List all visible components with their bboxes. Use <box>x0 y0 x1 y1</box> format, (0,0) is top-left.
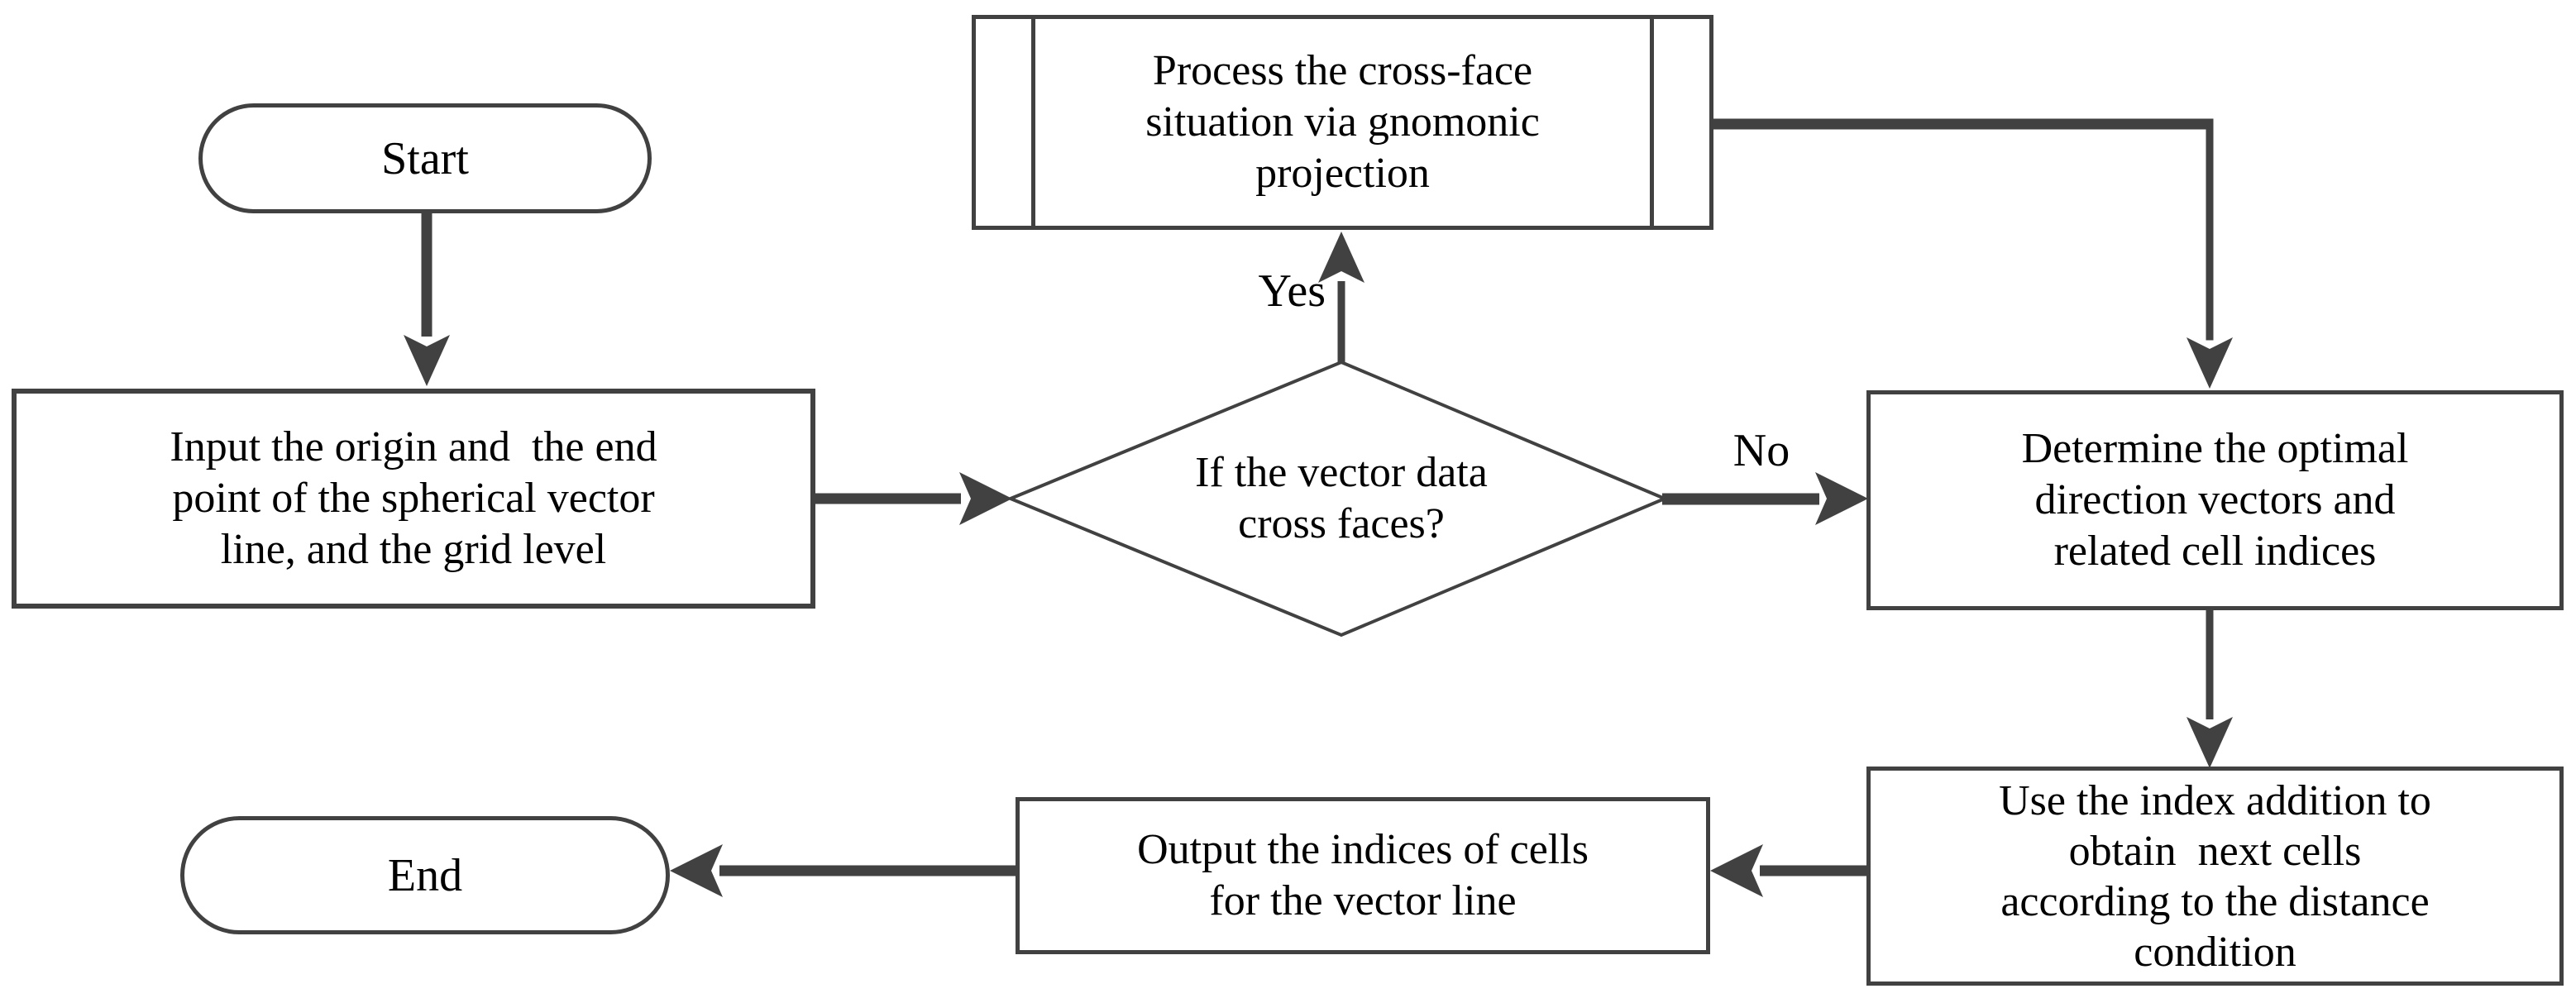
arrow-output-to-end <box>670 844 1017 897</box>
node-output-line1: Output the indices of cells <box>1137 826 1589 873</box>
arrow-use-to-output <box>1710 844 1869 897</box>
node-use-line1: Use the index addition to <box>1999 776 2431 824</box>
predefined-process-left-bar <box>1031 19 1035 226</box>
node-use-line3: according to the distance <box>2000 877 2430 925</box>
node-use-line4: condition <box>2134 928 2296 976</box>
node-determine-line2: direction vectors and <box>2034 476 2396 523</box>
arrow-input-to-decision <box>812 472 1012 525</box>
node-crossface-line3: projection <box>1255 150 1430 197</box>
node-start: Start <box>198 103 652 213</box>
node-use-line2: obtain next cells <box>2068 827 2362 875</box>
arrow-decision-to-crossface <box>1318 232 1364 364</box>
node-crossface-line1: Process the cross-face <box>1152 47 1533 94</box>
node-start-label: Start <box>381 132 469 184</box>
node-decision: If the vector data cross faces? <box>1102 447 1581 551</box>
node-use: Use the index addition to obtain next ce… <box>1866 767 2564 986</box>
predefined-process-right-bar <box>1650 19 1654 226</box>
arrow-start-to-input <box>404 211 450 386</box>
node-output-line2: for the vector line <box>1209 877 1517 924</box>
node-determine: Determine the optimal direction vectors … <box>1866 390 2564 610</box>
node-input: Input the origin and the end point of th… <box>12 389 815 609</box>
arrow-determine-to-use <box>2186 608 2233 768</box>
node-crossface: Process the cross-face situation via gno… <box>972 15 1713 230</box>
node-crossface-line2: situation via gnomonic <box>1145 98 1540 146</box>
node-input-line1: Input the origin and the end <box>170 423 657 470</box>
node-decision-line2: cross faces? <box>1238 500 1445 547</box>
node-determine-line3: related cell indices <box>2053 528 2377 575</box>
node-decision-line1: If the vector data <box>1195 449 1488 496</box>
node-determine-line1: Determine the optimal <box>2021 425 2409 472</box>
edge-label-no: No <box>1732 425 1790 476</box>
edge-label-yes: Yes <box>1258 265 1326 317</box>
node-output: Output the indices of cells for the vect… <box>1016 797 1710 954</box>
node-end-label: End <box>387 849 463 901</box>
node-input-line2: point of the spherical vector <box>172 475 655 522</box>
node-end: End <box>180 816 670 934</box>
connector-crossface-to-determine <box>1710 118 2233 389</box>
arrow-decision-to-determine <box>1662 472 1868 525</box>
node-input-line3: line, and the grid level <box>220 526 607 573</box>
